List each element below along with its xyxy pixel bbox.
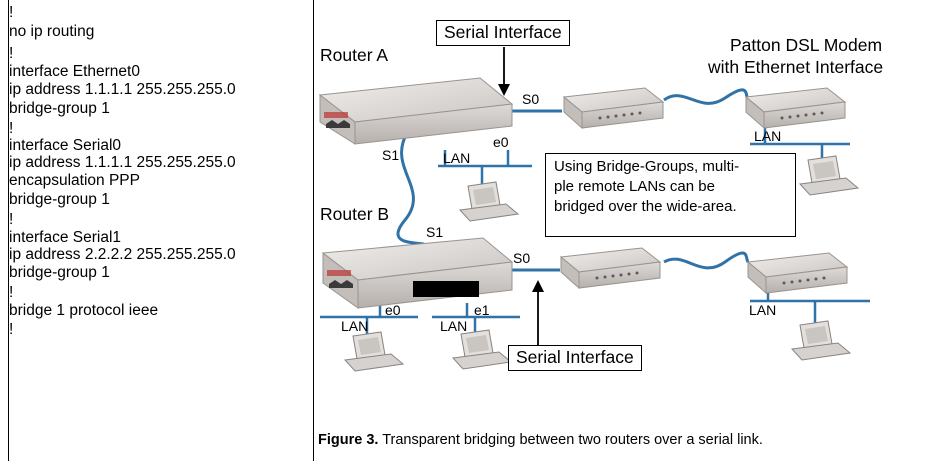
pc-modem2-lan	[790, 320, 852, 361]
config-line: ip address 1.1.1.1 255.255.255.0	[9, 154, 236, 171]
figure-caption-label: Figure 3.	[318, 432, 379, 448]
lan-label-modem2: LAN	[749, 302, 777, 318]
port-label-a-s0: S0	[522, 91, 540, 107]
lan-label-modem1: LAN	[754, 128, 782, 144]
lan-bus-b-e1	[432, 303, 520, 333]
serial-interface-label-bottom: Serial Interface	[508, 345, 642, 371]
modem-bottom-left	[559, 247, 662, 290]
serial-interface-label-top: Serial Interface	[436, 20, 570, 46]
arrow-serial-bottom-head	[532, 280, 544, 292]
config-line: !	[9, 4, 14, 21]
arrow-serial-top-head	[498, 84, 510, 96]
pc-router-b-e0	[343, 331, 405, 372]
lan-label-b-e0: LAN	[341, 318, 369, 334]
config-line: interface Serial1	[9, 229, 122, 246]
port-label-a-s1: S1	[382, 147, 400, 163]
config-line: no ip routing	[9, 23, 95, 40]
modem-label-line1: Patton DSL Modem	[730, 35, 883, 55]
note-line: Using Bridge-Groups, multi-	[554, 158, 740, 175]
config-line: ip address 1.1.1.1 255.255.255.0	[9, 81, 236, 98]
config-line: bridge 1 protocol ieee	[9, 302, 159, 319]
config-line: !	[9, 321, 14, 338]
arrows	[498, 47, 544, 345]
config-line: bridge-group 1	[9, 100, 110, 117]
pc-modem1-lan	[798, 155, 860, 196]
lan-bus-modem1	[750, 128, 850, 160]
dsl-line-top	[663, 88, 750, 105]
port-label-b-s1: S1	[426, 224, 444, 240]
config-line: bridge-group 1	[9, 264, 110, 281]
figure-caption-text: Transparent bridging between two routers…	[378, 432, 763, 448]
config-line: bridge-group 1	[9, 191, 110, 208]
redacted-block	[413, 281, 479, 297]
config-line: !	[9, 211, 14, 228]
router-b-label: Router B	[320, 204, 390, 224]
port-label-b-s0: S0	[513, 250, 531, 266]
port-label-b-e1: e1	[474, 302, 490, 318]
port-label-a-e0: e0	[493, 134, 509, 150]
config-line: encapsulation PPP	[9, 172, 140, 189]
config-line: !	[9, 45, 14, 62]
config-line: !	[9, 284, 14, 301]
note-line: bridged over the wide-area.	[554, 198, 737, 215]
note-line: ple remote LANs can be	[554, 178, 715, 195]
lan-label-b-e1: LAN	[440, 318, 468, 334]
router-b-device	[321, 237, 514, 309]
config-panel	[8, 0, 314, 461]
bridge-groups-note: Using Bridge-Groups, multi- ple remote L…	[545, 153, 796, 237]
modem-top-right	[744, 87, 847, 130]
port-label-b-e0: e0	[385, 302, 401, 318]
modem-top-left	[562, 87, 665, 130]
lan-bus-a	[438, 150, 532, 186]
lan-label-a: LAN	[443, 150, 471, 166]
lan-bus-b-e0	[320, 303, 418, 335]
serial-cable-s1	[396, 136, 427, 248]
router-a-label: Router A	[320, 45, 389, 65]
config-line: interface Ethernet0	[9, 63, 140, 80]
dsl-line-bottom	[663, 251, 750, 270]
config-line: ip address 2.2.2.2 255.255.255.0	[9, 246, 236, 263]
config-line: !	[9, 120, 14, 137]
modem-label-line2: with Ethernet Interface	[708, 57, 884, 77]
config-line: interface Serial0	[9, 137, 122, 154]
router-a-device	[318, 77, 514, 145]
pc-router-b-e1	[451, 329, 513, 370]
figure-caption: Figure 3. Transparent bridging between t…	[318, 432, 763, 448]
pc-router-a-lan	[458, 181, 520, 222]
modem-bottom-right	[746, 252, 849, 295]
